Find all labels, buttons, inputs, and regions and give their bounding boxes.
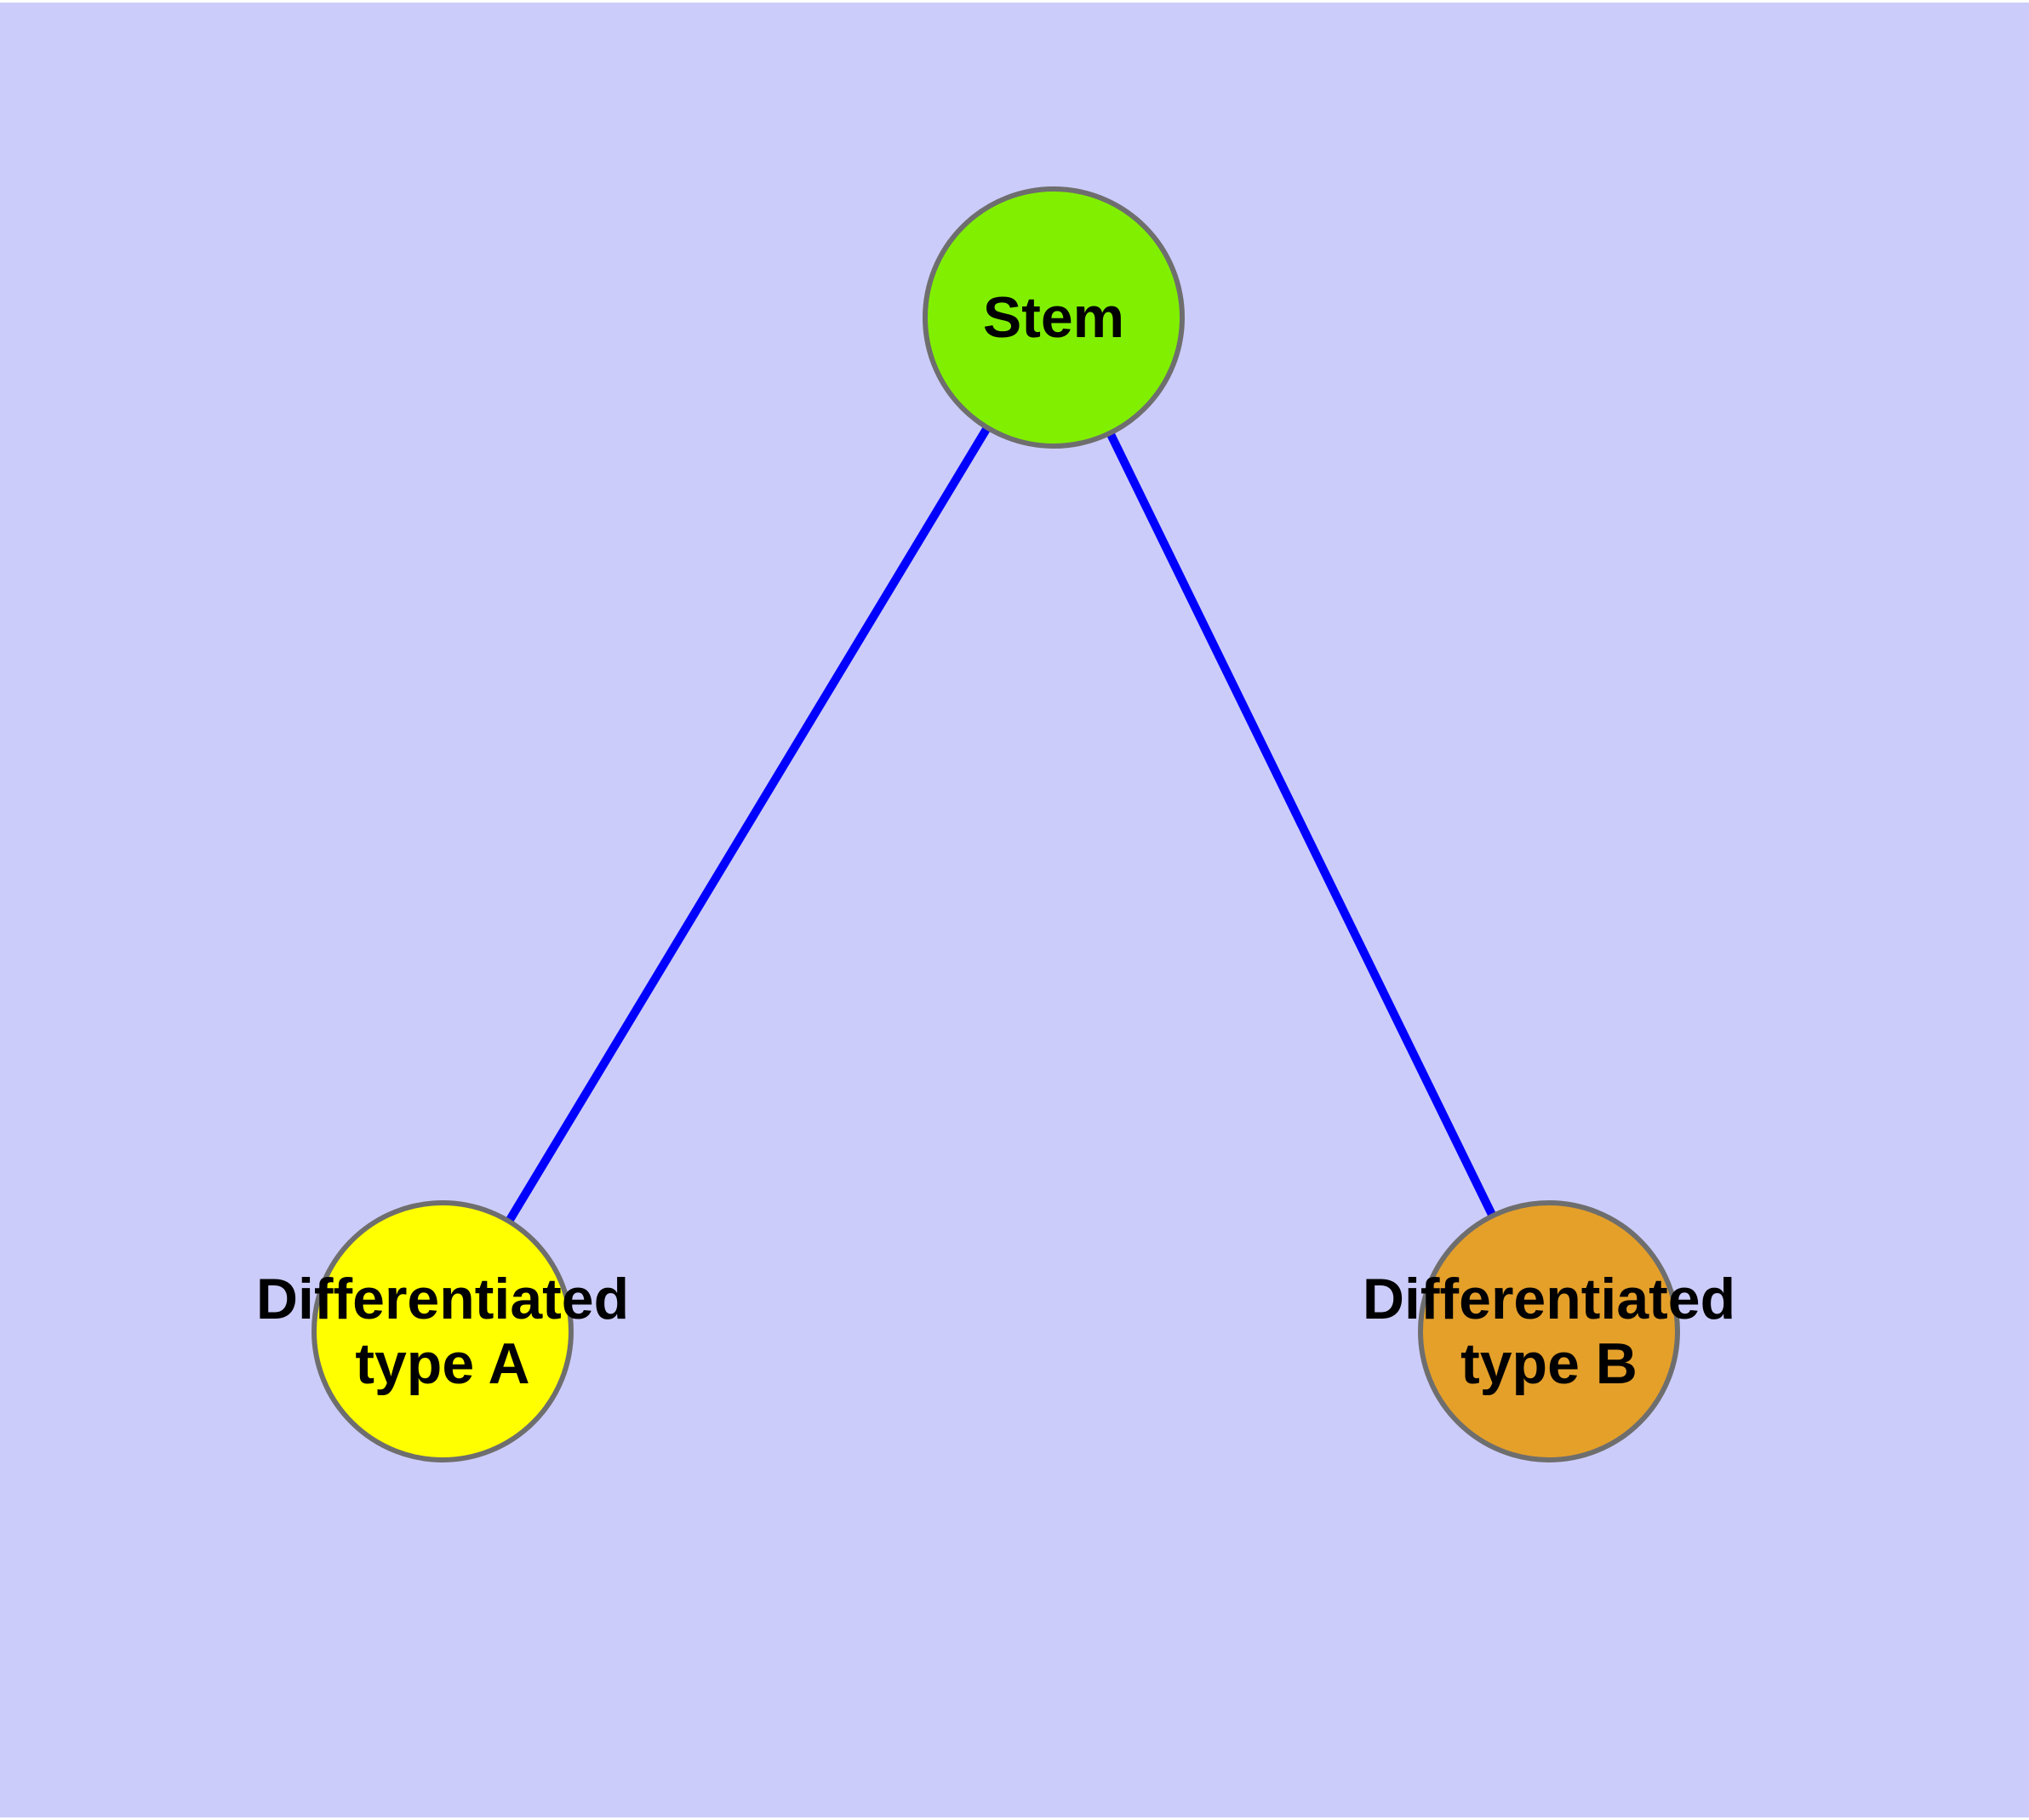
edge-stem-to-differentiated-type-b[interactable]	[1049, 315, 1553, 1334]
nodes-layer	[311, 186, 1680, 1462]
node-differentiated-type-b[interactable]	[1418, 1200, 1680, 1462]
edges-layer	[438, 315, 1553, 1334]
edge-stem-to-differentiated-type-a[interactable]	[438, 315, 1058, 1334]
node-differentiated-type-a[interactable]	[311, 1200, 574, 1462]
node-stem[interactable]	[923, 186, 1185, 449]
